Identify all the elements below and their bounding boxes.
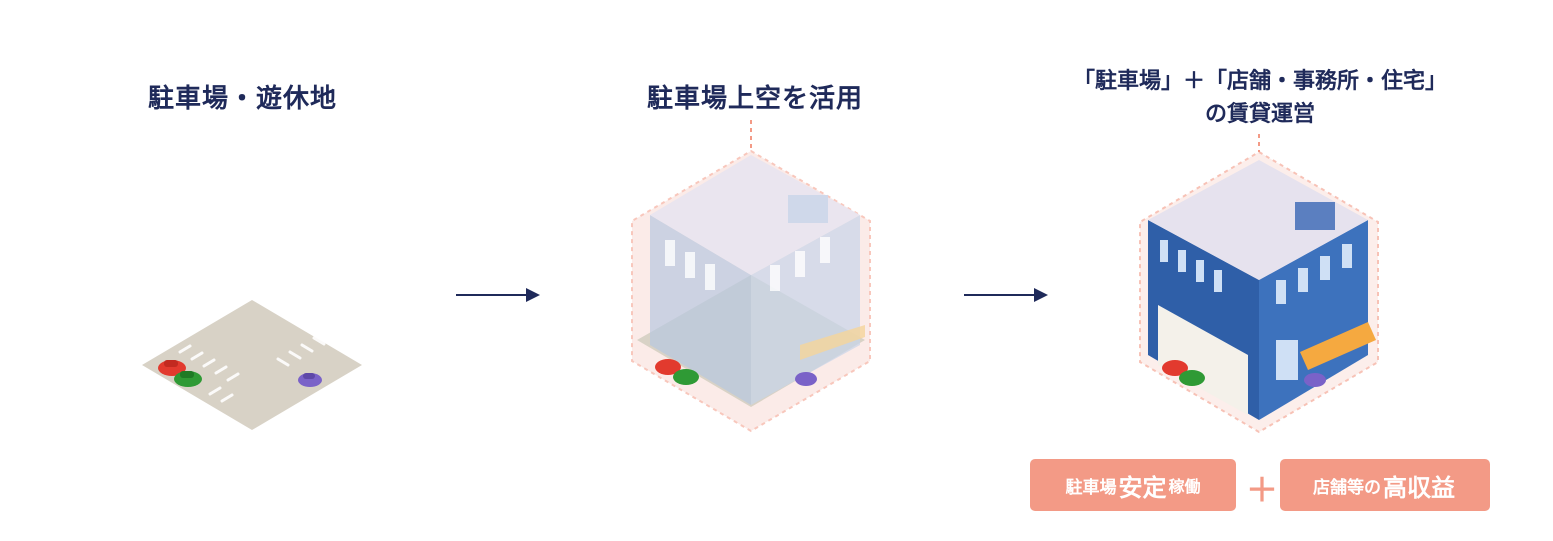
step1-title: 駐車場・遊休地 <box>148 84 338 114</box>
badge1-part1: 駐車場 <box>1065 477 1117 498</box>
air-rights-illustration <box>631 120 871 433</box>
parking-lot-illustration <box>142 300 362 430</box>
building-icon <box>1139 134 1379 434</box>
car-icon <box>655 359 681 375</box>
badge1-emphasis: 安定 <box>1118 473 1167 502</box>
plus-sign: ＋ <box>1246 471 1279 509</box>
car-icon <box>1162 360 1188 376</box>
car-icon <box>1179 370 1205 386</box>
step3-title-line1: 「駐車場」＋「店舗・事務所・住宅」 <box>1072 69 1447 94</box>
step2-title: 駐車場上空を活用 <box>646 84 863 114</box>
step3-title-line2: の賃貸運営 <box>1204 102 1315 127</box>
car-icon <box>158 360 186 376</box>
arrow-right-icon <box>456 288 540 302</box>
badge2-emphasis: 高収益 <box>1383 473 1455 502</box>
car-icon <box>174 371 202 387</box>
high-profit-badge: 店舗等の 高収益 <box>1280 459 1490 511</box>
badge1-part2: 稼働 <box>1168 477 1201 496</box>
car-icon <box>795 372 817 386</box>
car-icon <box>1304 373 1326 387</box>
arrow-right-icon <box>964 288 1048 302</box>
car-icon <box>673 369 699 385</box>
badge2-part1: 店舗等の <box>1313 477 1381 498</box>
car-icon <box>298 373 322 387</box>
stable-operation-badge: 駐車場 安定 稼働 <box>1030 459 1236 511</box>
